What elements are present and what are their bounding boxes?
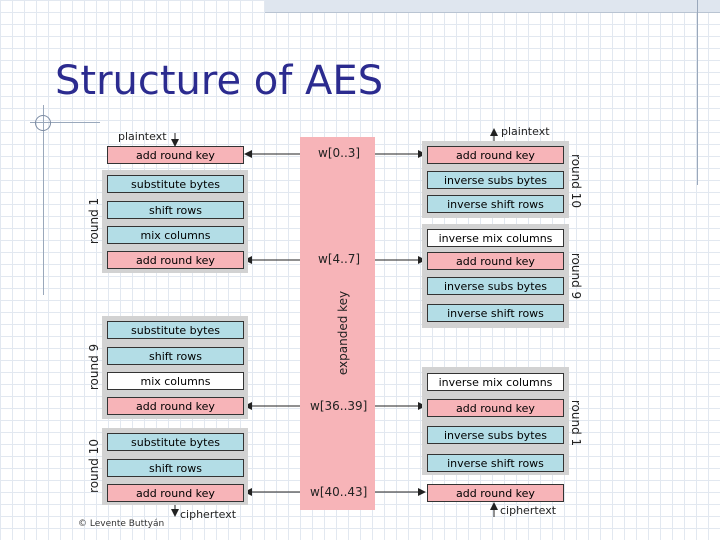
copyright-credit: © Levente Buttyán [78,519,165,529]
top-decor-band [265,0,720,13]
enc-round-10-label: round 10 [87,439,101,493]
enc-r9-add-round-key: add round key [107,397,244,415]
enc-r9-shift-rows: shift rows [107,347,244,365]
dec-ciphertext-label: ciphertext [500,504,557,517]
slide-title: Structure of AES [55,58,384,104]
enc-r10-add-round-key: add round key [107,484,244,502]
enc-r10-substitute-bytes: substitute bytes [107,433,244,451]
enc-r1-substitute-bytes: substitute bytes [107,175,244,193]
dec-final-add-round-key: add round key [427,484,564,502]
dec-r9-add-round-key: add round key [427,252,564,270]
right-decor-line [697,0,698,185]
word-label-0-3: w[0..3] [318,146,361,160]
word-label-40-43: w[40..43] [310,485,368,499]
enc-round-9-label: round 9 [87,343,101,391]
dec-round-10-label: round 10 [569,154,583,208]
enc-r1-mix-columns: mix columns [107,226,244,244]
enc-ciphertext-label: ciphertext [180,508,237,521]
expanded-key-column [300,137,375,510]
word-label-4-7: w[4..7] [318,252,361,266]
left-decor-hline [30,122,100,123]
dec-r9-inverse-mix-columns: inverse mix columns [427,229,564,247]
dec-r10-add-round-key: add round key [427,146,564,164]
dec-round-9-label: round 9 [569,252,583,300]
enc-r9-mix-columns: mix columns [107,372,244,390]
left-decor-line [43,105,44,295]
enc-r1-add-round-key: add round key [107,251,244,269]
dec-r1-inverse-subs-bytes: inverse subs bytes [427,426,564,444]
enc-initial-add-round-key: add round key [107,146,244,164]
enc-r10-shift-rows: shift rows [107,459,244,477]
enc-plaintext-label: plaintext [118,130,167,143]
dec-r9-inverse-shift-rows: inverse shift rows [427,304,564,322]
word-label-36-39: w[36..39] [310,399,368,413]
dec-r10-inverse-subs-bytes: inverse subs bytes [427,171,564,189]
enc-round-1-label: round 1 [87,197,101,245]
dec-r10-inverse-shift-rows: inverse shift rows [427,195,564,213]
dec-round-1-label: round 1 [569,399,583,447]
dec-r9-inverse-subs-bytes: inverse subs bytes [427,277,564,295]
decor-circle [35,115,51,131]
enc-r1-shift-rows: shift rows [107,201,244,219]
dec-r1-inverse-mix-columns: inverse mix columns [427,373,564,391]
enc-r9-substitute-bytes: substitute bytes [107,321,244,339]
dec-r1-inverse-shift-rows: inverse shift rows [427,454,564,472]
dec-r1-add-round-key: add round key [427,399,564,417]
dec-plaintext-label: plaintext [501,125,550,138]
